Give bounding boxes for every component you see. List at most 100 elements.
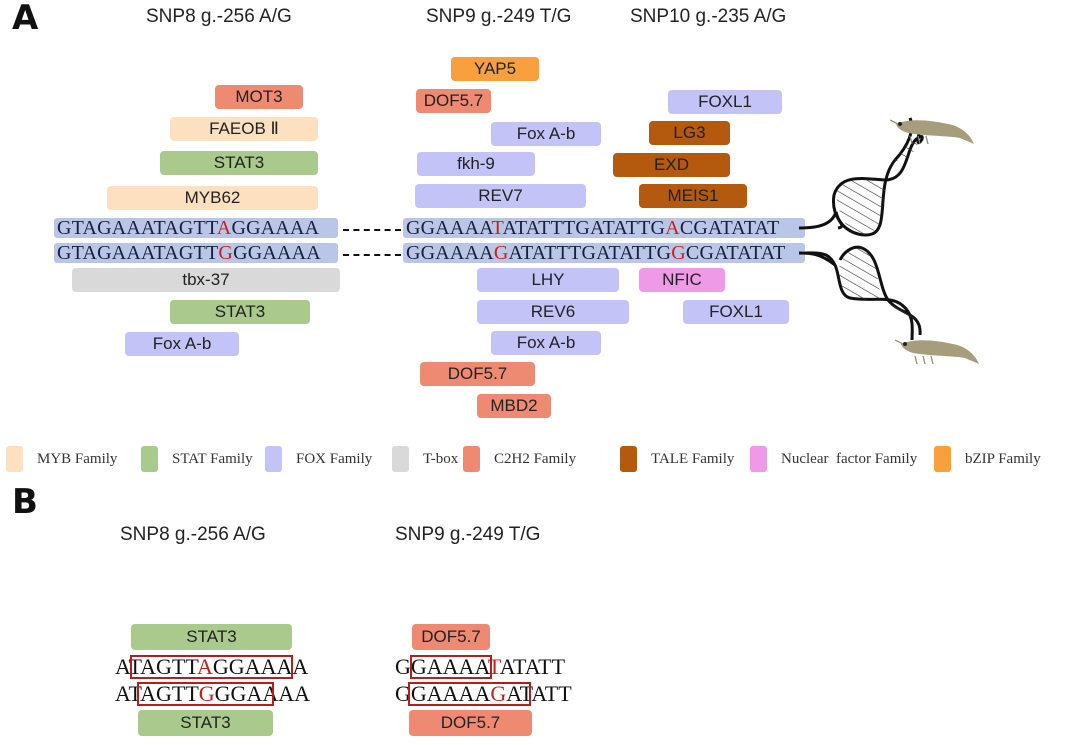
snp9-allele-t: T xyxy=(491,217,503,239)
snp8-allele-g: G xyxy=(218,242,234,264)
seq-text: GGAAAA xyxy=(406,242,494,264)
binding-site-box xyxy=(410,655,492,679)
helix-hatch xyxy=(890,302,916,322)
legend-item-tbox: T-box xyxy=(392,446,458,472)
legend-item-bzip: bZIP Family xyxy=(934,446,1041,472)
tf-box-meis1: MEIS1 xyxy=(639,184,747,208)
sequence-allele2-left: GTAGAAATAGTTGGGAAAA xyxy=(54,242,338,264)
panel-b-snp9-seq2: GGAAAAGATATT xyxy=(395,682,572,706)
tf-box-myb62: MYB62 xyxy=(107,186,318,210)
binding-site-box xyxy=(130,655,293,679)
seq-text: ATATTTGATATTG xyxy=(502,217,666,239)
seq-text: GGAAAA xyxy=(233,242,321,264)
snp10-allele-a: A xyxy=(665,217,680,239)
legend-label: bZIP Family xyxy=(965,450,1041,467)
legend-swatch xyxy=(934,446,951,472)
tf-box-rev6: REV6 xyxy=(477,300,629,324)
snp9-allele-g: G xyxy=(493,242,509,264)
binding-site-box xyxy=(137,682,274,706)
tf-box-foxab-above: Fox A-b xyxy=(491,122,601,146)
panel-b-snp8-title: SNP8 g.-256 A/G xyxy=(120,524,266,545)
dna-helix-icon xyxy=(798,117,924,341)
panel-a-label: A xyxy=(12,0,39,38)
tf-box-stat3-b-bottom: STAT3 xyxy=(138,710,273,736)
legend-swatch xyxy=(463,446,480,472)
seq-text: GGAAAA xyxy=(214,681,310,706)
tf-box-stat3-above: STAT3 xyxy=(160,151,318,175)
seq-text: CGATATAT xyxy=(685,242,786,264)
tf-box-lhy: LHY xyxy=(477,268,619,292)
shrimp-icon xyxy=(895,339,979,365)
legend-swatch xyxy=(620,446,637,472)
shrimp-icon xyxy=(890,119,974,145)
seq-text: CGATATAT xyxy=(679,217,780,239)
seq-text: GGAAAA xyxy=(231,217,320,239)
snp9-allele-t: T xyxy=(487,654,500,679)
helix-hatch xyxy=(836,179,886,235)
tf-box-mot3: MOT3 xyxy=(215,85,303,109)
legend-label: MYB Family xyxy=(37,450,118,467)
legend-label: FOX Family xyxy=(296,450,373,467)
legend-item-myb: MYB Family xyxy=(6,446,117,472)
legend-item-tale: TALE Family xyxy=(620,446,734,472)
tf-box-dof57-above: DOF5.7 xyxy=(416,89,491,113)
legend-item-c2h2: C2H2 Family xyxy=(463,446,576,472)
sequence-allele1-right: GGAAAATATATTTGATATTGACGATATAT xyxy=(403,217,805,239)
panel-b-label: B xyxy=(12,482,38,522)
tf-box-rev7: REV7 xyxy=(415,184,586,208)
legend-label: C2H2 Family xyxy=(494,450,577,467)
tf-box-faeob2: FAEOB Ⅱ xyxy=(170,117,318,141)
seq-text: GTAGAAATAGTT xyxy=(57,242,219,264)
legend-swatch xyxy=(141,446,158,472)
panel-b-snp9-title: SNP9 g.-249 T/G xyxy=(395,524,541,545)
seq-text: ATAGTT xyxy=(115,681,199,706)
tf-box-exd: EXD xyxy=(613,153,730,177)
legend-item-nuclear-factor: Nuclear factor Family xyxy=(750,446,917,472)
tf-box-foxl1-above: FOXL1 xyxy=(668,90,782,114)
legend-label: Nuclear factor Family xyxy=(781,450,918,467)
snp10-allele-g: G xyxy=(671,242,686,264)
seq-text: ATATTTGATATTG xyxy=(508,242,672,264)
legend-swatch xyxy=(750,446,767,472)
sequence-allele1-left: GTAGAAATAGTTAGGAAAA xyxy=(54,217,338,239)
seq-text: GTAGAAATAGTT xyxy=(57,217,217,239)
snp8-allele-g: G xyxy=(198,681,215,706)
legend-label: T-box xyxy=(423,450,459,467)
snp10-title: SNP10 g.-235 A/G xyxy=(630,6,787,27)
seq-text: GGAAAA xyxy=(395,681,491,706)
legend-item-stat: STAT Family xyxy=(141,446,253,472)
tf-box-dof57-b-top: DOF5.7 xyxy=(412,624,490,650)
tf-box-foxab-below-left: Fox A-b xyxy=(125,332,239,356)
sequence-allele2-right: GGAAAAGATATTTGATATTGGCGATATAT xyxy=(403,242,805,264)
tf-box-foxl1-below: FOXL1 xyxy=(683,300,789,324)
helix-hatch xyxy=(893,140,918,162)
tf-box-tbx37: tbx-37 xyxy=(72,268,340,292)
seq-text: GGAAAA xyxy=(406,217,492,239)
helix-hatch xyxy=(839,248,882,301)
gap-dashed-line xyxy=(343,229,401,231)
tf-box-dof57-b-bottom: DOF5.7 xyxy=(409,710,532,736)
snp8-title: SNP8 g.-256 A/G xyxy=(146,6,292,27)
seq-text: ATATT xyxy=(506,681,572,706)
snp8-allele-a: A xyxy=(197,654,213,679)
tf-box-stat3-below: STAT3 xyxy=(170,300,310,324)
snp9-allele-g: G xyxy=(490,681,507,706)
tf-box-dof57-below: DOF5.7 xyxy=(420,362,535,386)
tf-box-stat3-b-top: STAT3 xyxy=(131,624,292,650)
tf-box-lg3: LG3 xyxy=(649,121,730,145)
seq-text: ATAGTT xyxy=(115,654,198,679)
legend-swatch xyxy=(6,446,23,472)
legend-label: STAT Family xyxy=(172,450,253,467)
snp8-allele-a: A xyxy=(216,217,232,239)
tf-box-foxab-below: Fox A-b xyxy=(491,331,601,355)
gap-dashed-line xyxy=(343,254,401,256)
binding-site-box xyxy=(408,682,531,706)
tf-box-nfic: NFIC xyxy=(639,268,725,292)
tf-box-mbd2: MBD2 xyxy=(477,394,551,418)
legend-item-fox: FOX Family xyxy=(265,446,372,472)
legend-swatch xyxy=(392,446,409,472)
legend-label: TALE Family xyxy=(651,450,735,467)
legend-swatch xyxy=(265,446,282,472)
panel-b-snp8-seq2: ATAGTTGGGAAAA xyxy=(115,682,310,706)
tf-box-fkh9: fkh-9 xyxy=(417,152,535,176)
